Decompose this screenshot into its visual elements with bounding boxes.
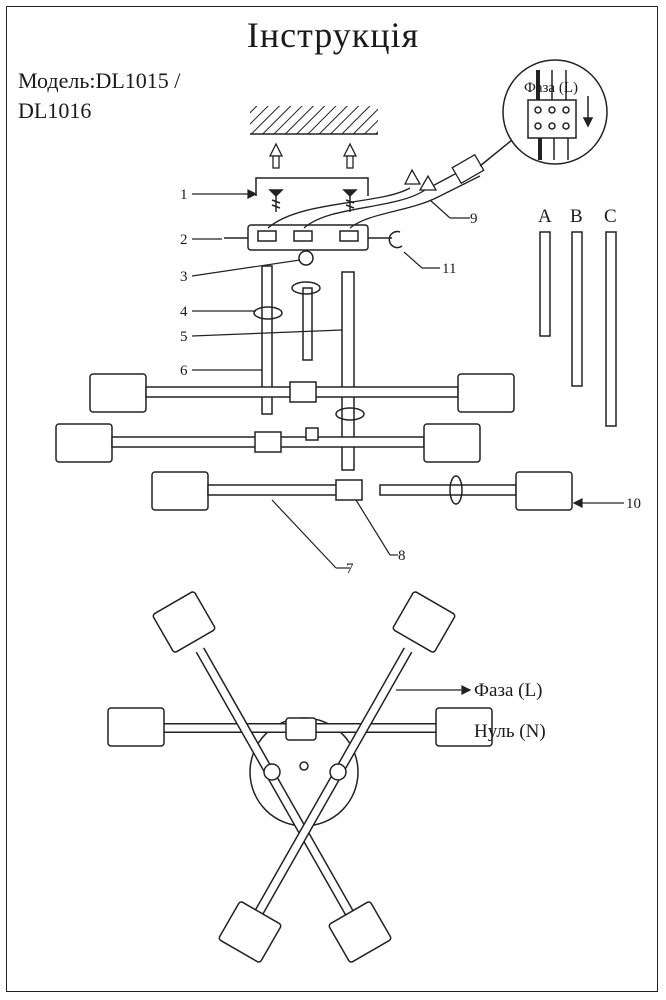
exploded-arms — [55, 373, 573, 511]
assembled-view — [107, 591, 493, 963]
callout-5: 5 — [180, 329, 188, 345]
ceiling — [250, 106, 378, 135]
callout-1: 1 — [180, 187, 188, 203]
callout-3: 3 — [180, 269, 188, 285]
callout-4: 4 — [180, 304, 188, 320]
callout-10: 10 — [626, 496, 641, 512]
model-line-2: DL1016 — [18, 98, 92, 123]
callout-11: 11 — [442, 261, 456, 277]
phase-inset-label: Фаза (L) — [524, 80, 578, 96]
rod-label-c: C — [604, 206, 617, 227]
vertical-rods — [253, 265, 365, 471]
phase-label: Фаза (L) — [474, 680, 542, 701]
spare-rods — [539, 231, 617, 427]
callout-numbers: 1 2 3 4 5 6 7 8 9 10 11 — [180, 187, 641, 577]
callout-9: 9 — [470, 211, 478, 227]
page-title: Інструкція — [246, 15, 420, 55]
page-border — [6, 6, 658, 992]
wall-anchors — [268, 142, 358, 169]
leader-lines — [191, 189, 624, 695]
mounting-plate — [224, 224, 403, 266]
rod-label-b: B — [570, 206, 583, 227]
rod-label-a: A — [538, 206, 552, 227]
callout-8: 8 — [398, 548, 406, 564]
callout-2: 2 — [180, 232, 188, 248]
model-line-1: Модель:DL1015 / — [18, 68, 181, 93]
callout-6: 6 — [180, 363, 188, 379]
screw-bracket — [255, 177, 369, 212]
callout-7: 7 — [346, 561, 354, 577]
rod-letters: A B C — [538, 206, 617, 227]
neutral-label: Нуль (N) — [474, 721, 546, 742]
terminal-inset — [479, 59, 608, 167]
supply-wires — [267, 153, 485, 229]
model-label: Модель:DL1015 / DL1016 — [18, 66, 180, 126]
